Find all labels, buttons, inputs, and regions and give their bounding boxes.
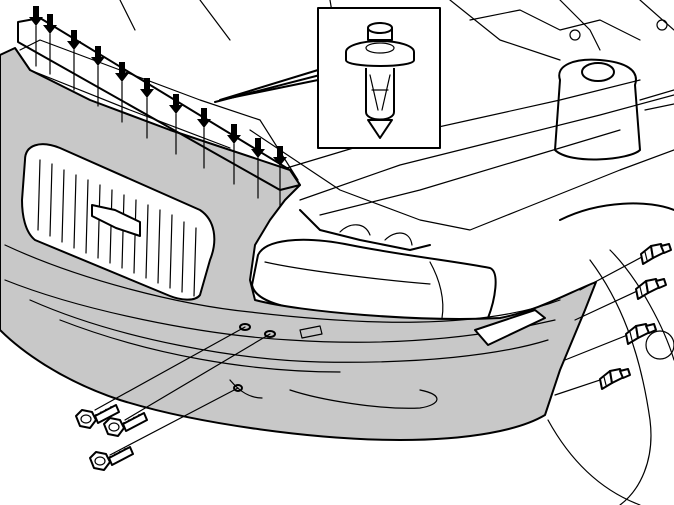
down-arrow-icon (273, 146, 287, 207)
down-arrow-icon (67, 30, 81, 91)
down-arrow-icon (43, 14, 57, 75)
emblem (91, 204, 141, 237)
headlamp (251, 238, 497, 321)
plastic-rivet-icon (635, 278, 667, 300)
hex-bolt-icon (75, 404, 120, 429)
down-arrow-icon (197, 108, 211, 169)
down-arrow-icon (91, 46, 105, 107)
plastic-rivet-icon (625, 323, 657, 345)
side-rivets (599, 243, 672, 390)
front-bolt-lines (94, 326, 271, 456)
side-marker (474, 309, 546, 346)
hex-bolt-icon (89, 446, 134, 471)
car-body-outline (119, 0, 674, 505)
front-bolts (75, 404, 148, 471)
down-arrow-icon (29, 6, 43, 67)
hex-bolt-icon (103, 412, 148, 437)
down-arrow-icon (140, 78, 154, 139)
plastic-rivet-icon (640, 243, 672, 265)
down-arrow-icon (115, 62, 129, 123)
down-arrow-icon (227, 124, 241, 185)
push-clip-icon (345, 22, 415, 139)
down-arrow-icon (169, 94, 183, 155)
plastic-rivet-icon (599, 368, 631, 390)
down-arrows (29, 6, 287, 207)
clip-detail-callout (214, 7, 441, 149)
down-arrow-icon (251, 138, 265, 199)
bumper-cover (0, 39, 597, 441)
